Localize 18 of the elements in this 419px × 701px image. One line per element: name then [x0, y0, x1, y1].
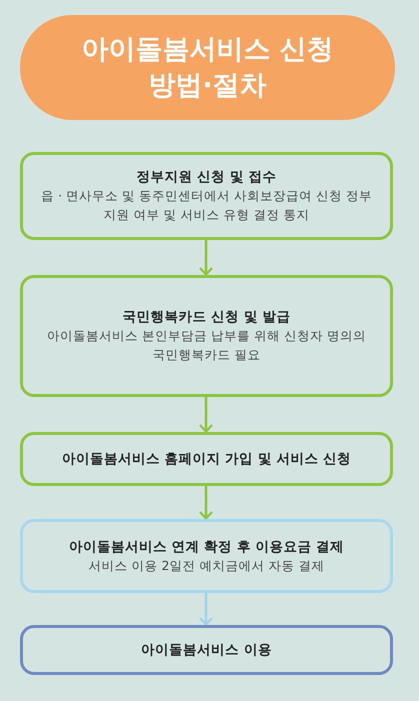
step-description: 아이돌봄서비스 본인부담금 납부를 위해 신청자 명의의 국민행복카드 필요 [46, 327, 367, 364]
step-heading: 아이돌봄서비스 이용 [141, 640, 272, 660]
step-box [20, 152, 393, 240]
step-description: 서비스 이용 2일전 예치금에서 자동 결제 [88, 556, 324, 575]
title: 아이돌봄서비스 신청 방법·절차 [80, 33, 335, 102]
arrow [198, 593, 214, 626]
step-box [20, 275, 393, 397]
arrow [198, 240, 214, 276]
step-heading: 아이돌봄서비스 홈페이지 가입 및 서비스 신청 [62, 450, 352, 469]
step-box [20, 432, 393, 486]
step-heading: 아이돌봄서비스 연계 확정 후 이용요금 결제 [68, 538, 344, 556]
step-box [20, 519, 393, 593]
step-box [20, 625, 393, 675]
arrow [198, 397, 214, 433]
step-description: 읍 · 면사무소 및 동주민센터에서 사회보장급여 신청 정부지원 여부 및 서비스 유형 결정 통지 [41, 187, 372, 224]
arrow [198, 486, 214, 520]
step-heading: 국민행복카드 신청 및 발급 [122, 308, 291, 328]
step-heading: 정부지원 신청 및 접수 [136, 168, 277, 188]
